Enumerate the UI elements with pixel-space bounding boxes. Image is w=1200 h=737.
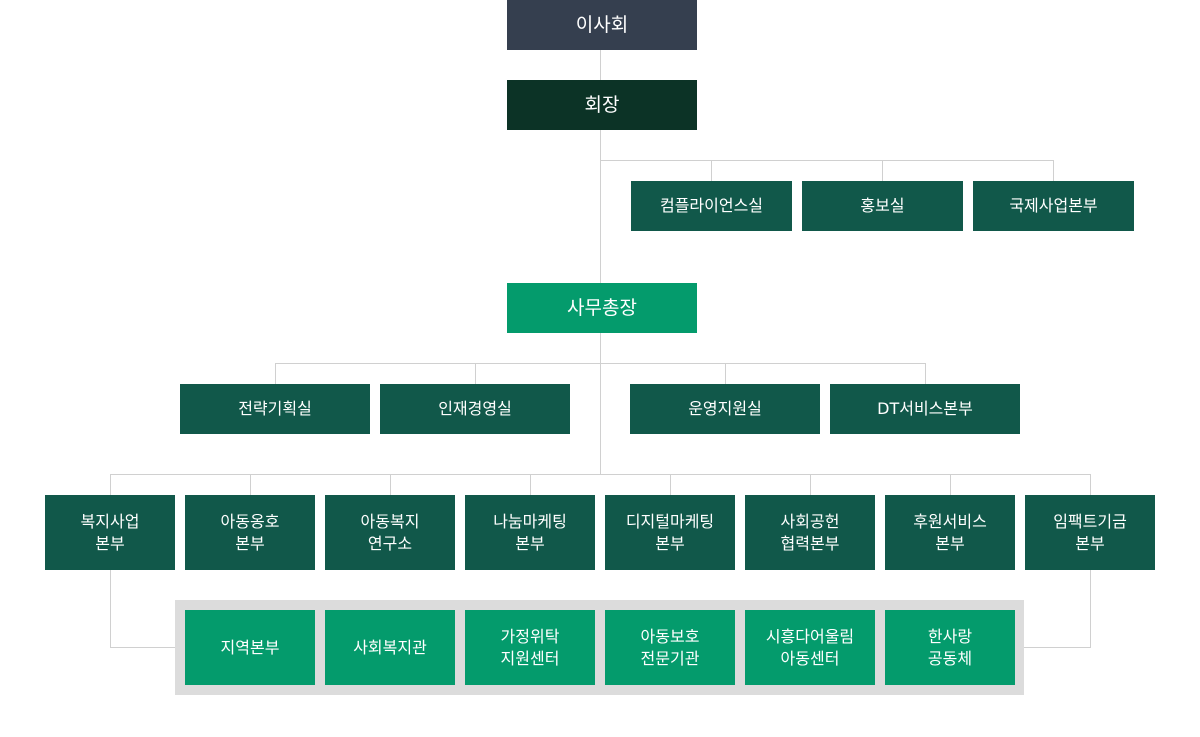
chairman-box: 회장 <box>507 80 697 130</box>
division-label-2: 본부 <box>935 533 965 553</box>
unit-label-2: 전문기관 <box>640 648 700 668</box>
office-label: 홍보실 <box>860 196 905 215</box>
division-social-contribution: 사회공헌 협력본부 <box>745 495 875 570</box>
office-label: 국제사업본부 <box>1009 196 1098 215</box>
secretary-general-label: 사무총장 <box>567 297 637 319</box>
division-label-2: 연구소 <box>367 533 413 553</box>
division-donor-service: 후원서비스 본부 <box>885 495 1015 570</box>
division-label-2: 본부 <box>95 533 125 553</box>
office-label: 전략기획실 <box>238 399 312 418</box>
office-label: 운영지원실 <box>688 399 762 418</box>
division-label-2: 본부 <box>655 533 685 553</box>
office-label: 컴플라이언스실 <box>659 196 764 215</box>
division-label-1: 나눔마케팅 <box>493 511 567 531</box>
office-compliance: 컴플라이언스실 <box>631 181 792 231</box>
unit-label-2: 지원센터 <box>500 648 560 668</box>
unit-welfare-center: 사회복지관 <box>325 610 455 685</box>
division-impact-fund: 임팩트기금 본부 <box>1025 495 1155 570</box>
office-dt-service: DT서비스본부 <box>830 384 1020 434</box>
division-label-1: 후원서비스 <box>913 511 987 531</box>
office-international: 국제사업본부 <box>973 181 1134 231</box>
division-sharing-marketing: 나눔마케팅 본부 <box>465 495 595 570</box>
office-operations: 운영지원실 <box>630 384 820 434</box>
office-hr: 인재경영실 <box>380 384 570 434</box>
unit-label-2: 아동센터 <box>780 648 840 668</box>
division-child-advocacy: 아동옹호 본부 <box>185 495 315 570</box>
board-of-directors-box: 이사회 <box>507 0 697 50</box>
secretary-general-box: 사무총장 <box>507 283 697 333</box>
division-label-2: 본부 <box>515 533 545 553</box>
division-label-1: 복지사업 <box>80 511 140 531</box>
unit-label-1: 한사랑 <box>927 626 973 646</box>
division-child-welfare-institute: 아동복지 연구소 <box>325 495 455 570</box>
division-label-1: 디지털마케팅 <box>625 511 715 531</box>
unit-label-2: 공동체 <box>927 648 973 668</box>
unit-label-1: 가정위탁 <box>500 626 560 646</box>
division-digital-marketing: 디지털마케팅 본부 <box>605 495 735 570</box>
field-units-panel <box>175 600 1024 695</box>
division-label-1: 아동복지 <box>360 511 420 531</box>
board-label: 이사회 <box>575 14 629 36</box>
division-label-2: 본부 <box>235 533 265 553</box>
office-label: 인재경영실 <box>438 399 512 418</box>
office-strategy: 전략기획실 <box>180 384 370 434</box>
division-label-1: 아동옹호 <box>220 511 280 531</box>
unit-label-1: 아동보호 <box>640 626 700 646</box>
unit-child-protection-agency: 아동보호 전문기관 <box>605 610 735 685</box>
office-pr: 홍보실 <box>802 181 963 231</box>
division-label-2: 본부 <box>1075 533 1105 553</box>
division-welfare: 복지사업 본부 <box>45 495 175 570</box>
office-label: DT서비스본부 <box>877 399 973 418</box>
unit-regional-hq: 지역본부 <box>185 610 315 685</box>
unit-siheung-child-center: 시흥다어울림 아동센터 <box>745 610 875 685</box>
chairman-label: 회장 <box>584 94 620 116</box>
unit-label-1: 지역본부 <box>220 637 280 657</box>
unit-hansarang-community: 한사랑 공동체 <box>885 610 1015 685</box>
unit-label-1: 시흥다어울림 <box>765 626 855 646</box>
division-label-2: 협력본부 <box>780 533 840 553</box>
division-label-1: 사회공헌 <box>780 511 840 531</box>
division-label-1: 임팩트기금 <box>1053 511 1127 531</box>
unit-foster-care-center: 가정위탁 지원센터 <box>465 610 595 685</box>
unit-label-1: 사회복지관 <box>353 637 427 657</box>
